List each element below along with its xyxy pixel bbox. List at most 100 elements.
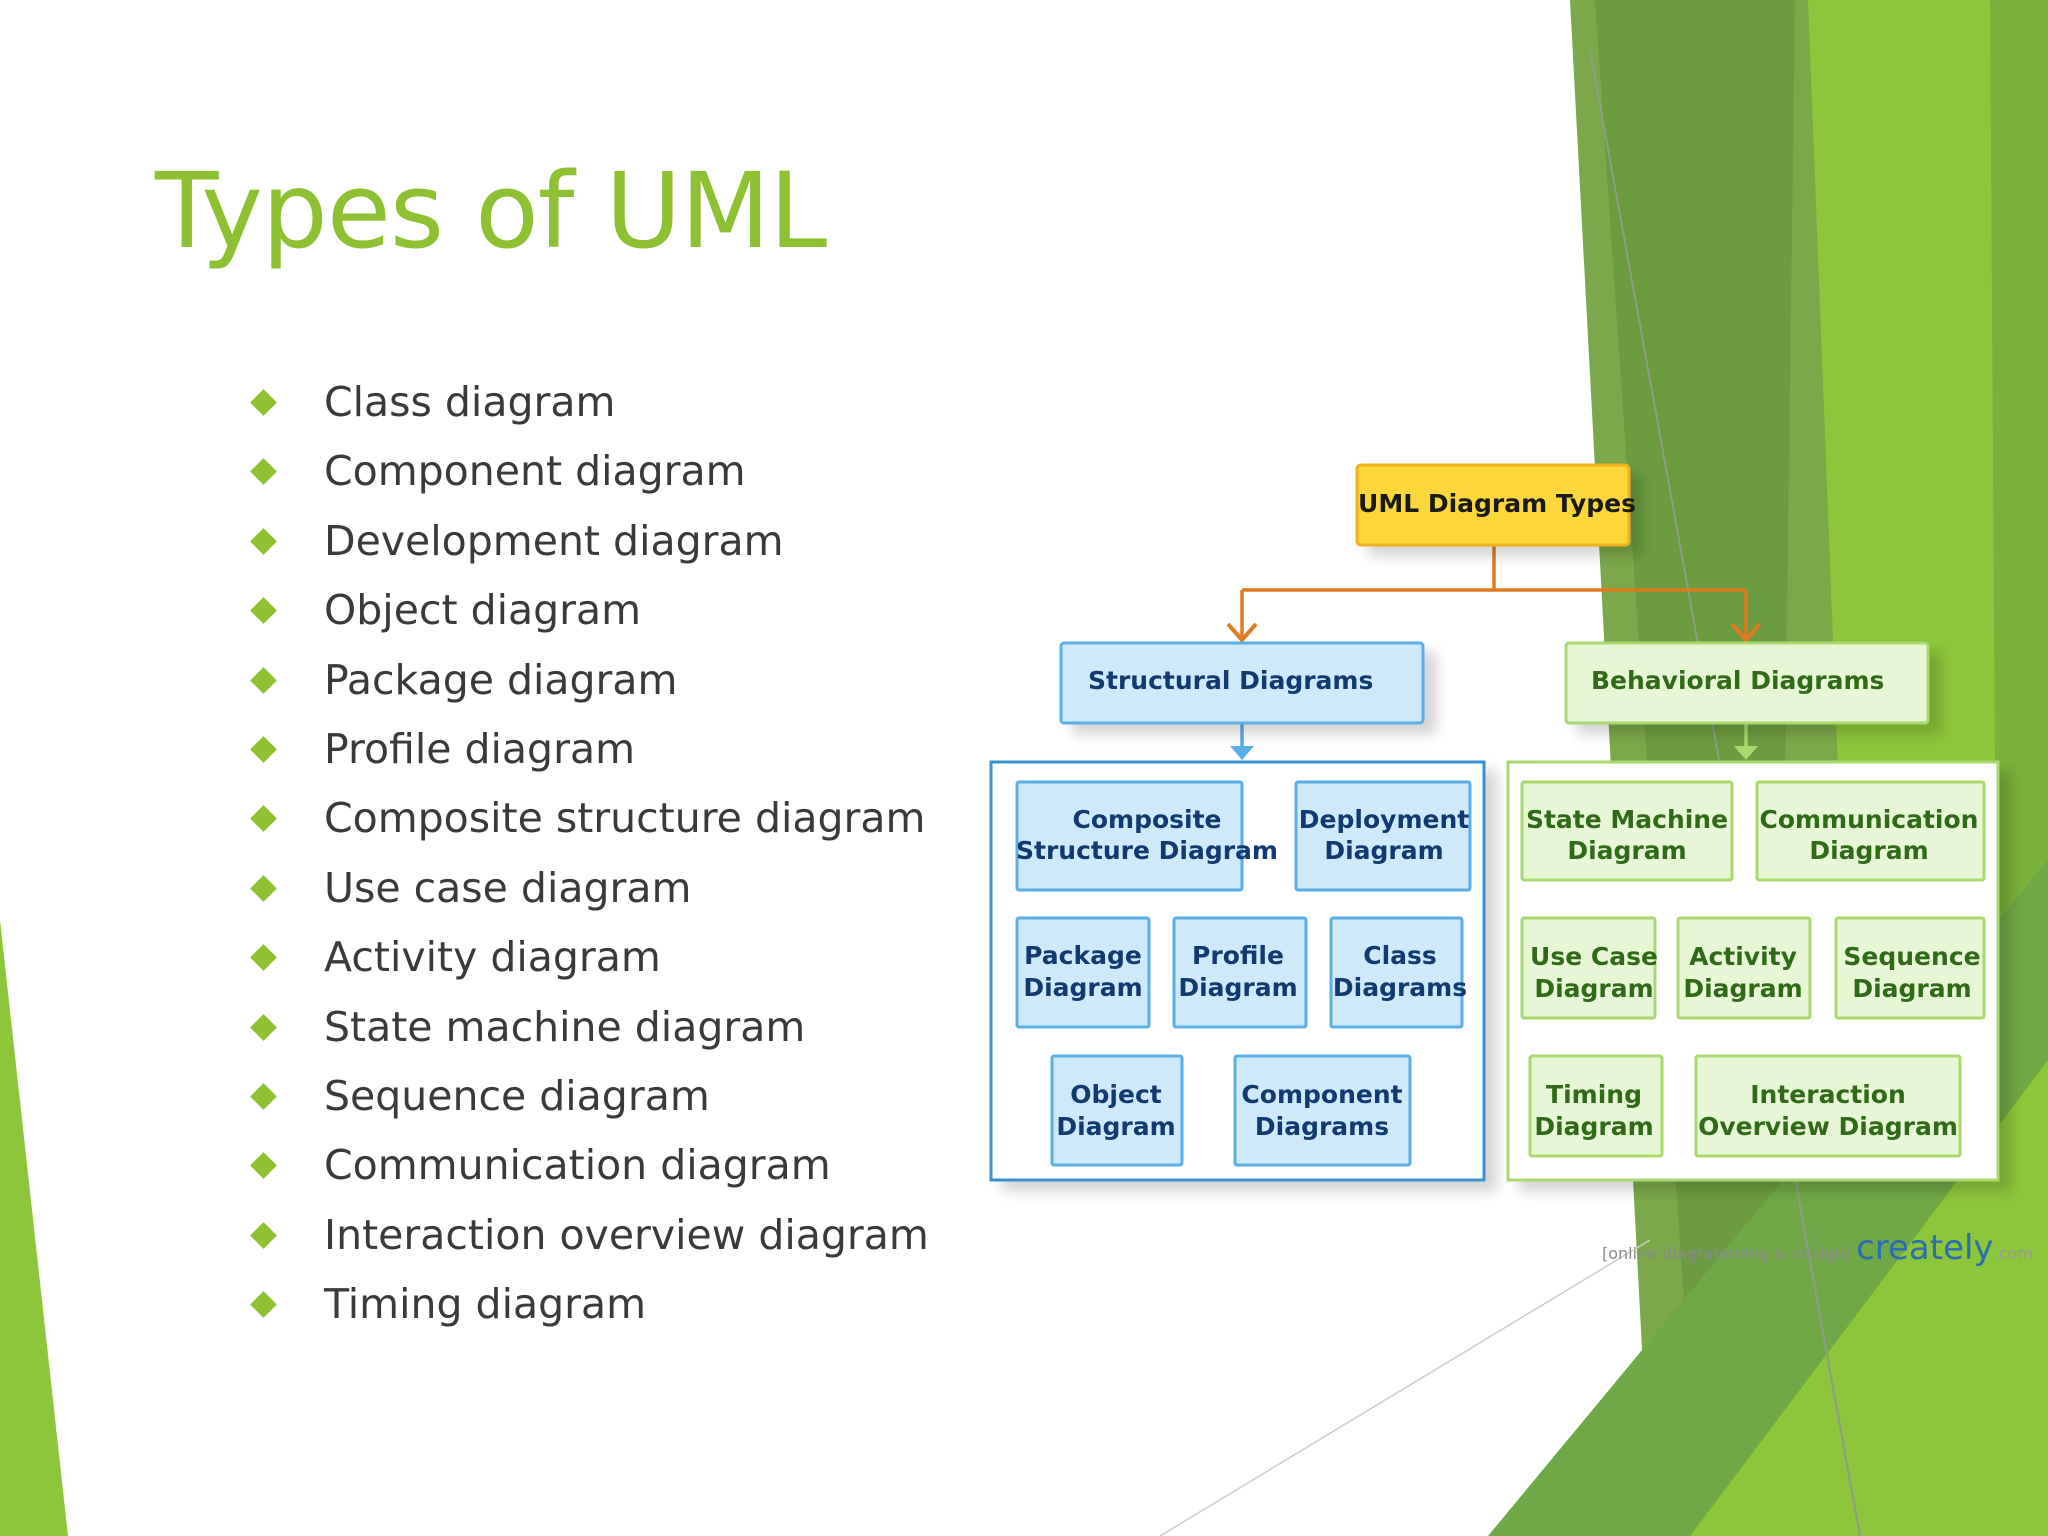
diagram-node-component: Component Diagrams — [1233, 1054, 1412, 1167]
svg-text:Communication: Communication — [1760, 805, 1979, 834]
diamond-bullet-icon — [250, 874, 277, 902]
bullet-item: Object diagram — [248, 576, 929, 645]
diagram-node-state-machine: State Machine Diagram — [1520, 780, 1734, 882]
diamond-bullet-icon — [250, 805, 277, 833]
svg-text:Sequence: Sequence — [1843, 942, 1980, 971]
creately-watermark: [online diagramming & design] creately.c… — [1602, 1228, 2033, 1268]
bullet-item: Class diagram — [248, 368, 929, 437]
bullet-item: Package diagram — [248, 646, 929, 715]
svg-text:Diagram: Diagram — [1567, 836, 1686, 865]
bullet-text: Development diagram — [324, 516, 784, 565]
arrow-structural-icon — [1226, 622, 1258, 644]
diamond-bullet-icon — [250, 1013, 277, 1041]
bullet-text: Class diagram — [324, 378, 616, 426]
diamond-bullet-icon — [250, 944, 277, 972]
svg-text:Activity: Activity — [1689, 942, 1797, 971]
svg-text:Interaction: Interaction — [1750, 1080, 1906, 1109]
diamond-bullet-icon — [250, 458, 277, 486]
bullet-text: Sequence diagram — [324, 1071, 710, 1120]
svg-text:Diagram: Diagram — [1178, 973, 1297, 1002]
diagram-node-deployment: Deployment Diagram — [1294, 780, 1472, 892]
diagram-node-sequence: Sequence Diagram — [1834, 916, 1986, 1020]
bullet-item: Sequence diagram — [248, 1062, 929, 1131]
bullet-item: Composite structure diagram — [248, 784, 929, 853]
behavioral-title: Behavioral Diagrams — [1591, 666, 1884, 695]
bullet-text: Communication diagram — [324, 1141, 831, 1190]
bullet-text: Package diagram — [324, 655, 678, 704]
diagram-node-communication: Communication Diagram — [1755, 780, 1986, 882]
svg-text:Diagram: Diagram — [1534, 974, 1653, 1003]
bullet-text: State machine diagram — [324, 1002, 806, 1051]
diamond-bullet-icon — [250, 1082, 277, 1110]
structural-header: Structural Diagrams — [1059, 641, 1425, 725]
bullet-text: Interaction overview diagram — [324, 1210, 929, 1259]
root-label: UML Diagram Types — [1358, 489, 1636, 518]
bullet-item: Component diagram — [248, 437, 929, 506]
root-node: UML Diagram Types — [1355, 463, 1636, 547]
diagram-node-timing: Timing Diagram — [1528, 1054, 1664, 1158]
bullet-text: Activity diagram — [324, 933, 661, 982]
bullet-item: Interaction overview diagram — [248, 1201, 929, 1270]
svg-text:Diagram: Diagram — [1534, 1112, 1653, 1141]
diamond-bullet-icon — [250, 527, 277, 555]
svg-text:Diagram: Diagram — [1809, 836, 1928, 865]
diamond-bullet-icon — [250, 597, 277, 625]
diagram-node-interaction-overview: Interaction Overview Diagram — [1694, 1054, 1962, 1158]
arrow-behavioral-icon — [1730, 622, 1762, 644]
connector-lines — [1240, 545, 1748, 640]
svg-text:Diagram: Diagram — [1683, 974, 1802, 1003]
bullet-item: Profile diagram — [248, 715, 929, 784]
bullet-item: State machine diagram — [248, 993, 929, 1062]
diagram-node-profile: Profile Diagram — [1172, 916, 1308, 1029]
svg-text:Diagrams: Diagrams — [1333, 973, 1467, 1002]
svg-text:Diagrams: Diagrams — [1255, 1112, 1389, 1141]
svg-text:Class: Class — [1363, 941, 1437, 970]
svg-text:Timing: Timing — [1546, 1080, 1642, 1109]
bullet-text: Use case diagram — [324, 863, 692, 912]
svg-text:Diagram: Diagram — [1324, 836, 1443, 865]
svg-text:Component: Component — [1241, 1080, 1402, 1109]
uml-types-diagram: UML Diagram Types Structural Diagrams Be… — [989, 463, 2000, 1182]
diamond-bullet-icon — [250, 1152, 277, 1180]
arrow-behavioral-group-icon — [1734, 746, 1758, 760]
behavioral-header: Behavioral Diagrams — [1564, 641, 1930, 725]
diagram-node-object: Object Diagram — [1050, 1054, 1184, 1167]
svg-text:State Machine: State Machine — [1526, 805, 1728, 834]
watermark-tagline: [online diagramming & design] — [1602, 1244, 1851, 1263]
bullet-list: Class diagram Component diagram Developm… — [248, 368, 929, 1339]
bullet-item: Development diagram — [248, 507, 929, 576]
watermark-suffix: .com — [1993, 1244, 2033, 1263]
bullet-item: Communication diagram — [248, 1131, 929, 1200]
diamond-bullet-icon — [250, 1291, 277, 1319]
svg-text:Diagram: Diagram — [1023, 973, 1142, 1002]
bullet-item: Timing diagram — [248, 1270, 929, 1339]
bullet-text: Composite structure diagram — [324, 794, 926, 843]
svg-text:Use Case: Use Case — [1530, 942, 1658, 971]
svg-text:Overview Diagram: Overview Diagram — [1698, 1112, 1958, 1141]
svg-text:Deployment: Deployment — [1299, 805, 1469, 834]
diamond-bullet-icon — [250, 389, 277, 416]
bullet-text: Component diagram — [324, 447, 746, 496]
bullet-text: Timing diagram — [324, 1280, 647, 1329]
svg-text:Diagram: Diagram — [1852, 974, 1971, 1003]
bullet-text: Object diagram — [324, 586, 642, 635]
svg-text:Profile: Profile — [1192, 941, 1284, 970]
structural-title: Structural Diagrams — [1088, 666, 1373, 695]
svg-text:Package: Package — [1024, 941, 1142, 970]
bullet-item: Use case diagram — [248, 854, 929, 923]
diagram-node-use-case: Use Case Diagram — [1520, 916, 1658, 1020]
diamond-bullet-icon — [250, 666, 277, 694]
slide-title: Types of UML — [155, 150, 827, 272]
diamond-bullet-icon — [250, 1221, 277, 1249]
diagram-node-activity: Activity Diagram — [1676, 916, 1812, 1020]
diamond-bullet-icon — [250, 736, 277, 763]
watermark-brand: creately — [1856, 1228, 1994, 1268]
svg-text:Composite: Composite — [1073, 805, 1222, 834]
arrow-structural-group-icon — [1230, 746, 1254, 760]
diagram-node-class: Class Diagrams — [1329, 916, 1467, 1029]
svg-text:Object: Object — [1070, 1080, 1161, 1109]
svg-text:Structure Diagram: Structure Diagram — [1016, 836, 1278, 865]
svg-text:Diagram: Diagram — [1056, 1112, 1175, 1141]
diagram-node-composite-structure: Composite Structure Diagram — [1015, 780, 1278, 892]
bullet-item: Activity diagram — [248, 923, 929, 992]
